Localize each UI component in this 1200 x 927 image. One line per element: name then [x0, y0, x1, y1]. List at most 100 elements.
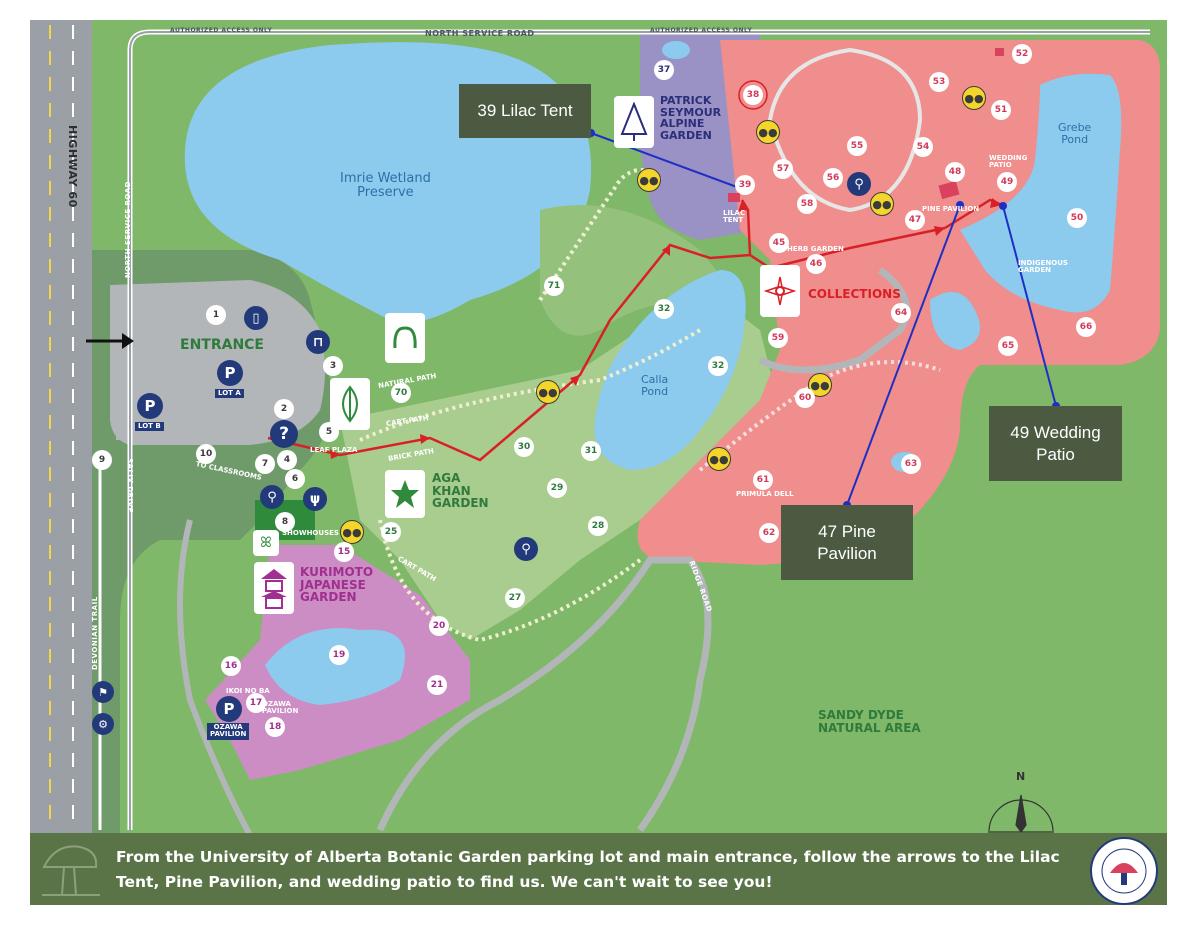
route-line — [267, 226, 946, 462]
marker-17: 17 — [246, 693, 266, 713]
marker-2: 2 — [274, 399, 294, 419]
marker-32a: 32 — [654, 299, 674, 319]
pagoda-icon — [254, 562, 294, 614]
marker-8: 8 — [275, 512, 295, 532]
bee-icon: ●● — [340, 520, 364, 544]
herb-garden-label: HERB GARDEN — [787, 245, 844, 253]
marker-6: 6 — [285, 469, 305, 489]
marker-58: 58 — [797, 194, 817, 214]
marker-28: 28 — [588, 516, 608, 536]
marker-27: 27 — [505, 588, 525, 608]
marker-10: 10 — [196, 444, 216, 464]
marker-57: 57 — [773, 159, 793, 179]
wedding-patio-callout: 49 Wedding Patio — [989, 406, 1122, 481]
marker-71: 71 — [544, 276, 564, 296]
marker-55: 55 — [847, 136, 867, 156]
calla-pond — [594, 270, 746, 470]
indigenous-label: INDIGENOUS GARDEN — [1018, 259, 1068, 275]
marker-64: 64 — [891, 303, 911, 323]
marker-15: 15 — [334, 542, 354, 562]
marker-9: 9 — [92, 450, 112, 470]
pine-tree-icon — [614, 96, 654, 148]
marker-45: 45 — [769, 233, 789, 253]
ridge-road — [376, 556, 712, 833]
parking-ozawa-icon: P — [216, 696, 242, 722]
authorized-access-right: AUTHORIZED ACCESS ONLY — [650, 27, 753, 34]
ozawa-lot-label: OZAWA PAVILION — [207, 723, 250, 740]
pine-pavilion-callout: 47 Pine Pavilion — [781, 505, 913, 580]
bee-icon: ●● — [962, 86, 986, 110]
marker-21: 21 — [427, 675, 447, 695]
butterfly-icon: ꕤ — [253, 530, 279, 556]
marker-18: 18 — [265, 717, 285, 737]
route-arrowheads — [330, 198, 1002, 459]
marker-39: 39 — [735, 175, 755, 195]
salix-drive-label: SALIX DRIVE — [126, 458, 134, 513]
marker-56: 56 — [823, 168, 843, 188]
marker-32b: 32 — [708, 356, 728, 376]
bee-icon: ●● — [707, 447, 731, 471]
bee-icon: ●● — [637, 168, 661, 192]
marker-38: 38 — [743, 85, 763, 105]
dining-icon: ψ — [303, 487, 327, 511]
mushroom-icon — [42, 845, 100, 896]
leaf-plaza-label: LEAF PLAZA — [310, 446, 358, 454]
japanese-pond — [265, 628, 405, 705]
calla-label: Calla Pond — [641, 373, 669, 398]
pine-pavilion-label: PINE PAVILION — [922, 205, 980, 213]
wedding-callout-line — [1002, 205, 1057, 407]
marker-37: 37 — [654, 60, 674, 80]
footer-text: From the University of Alberta Botanic G… — [116, 848, 1060, 891]
kurimoto-label: KURIMOTO JAPANESE GARDEN — [300, 565, 374, 605]
grebe-pond — [960, 73, 1122, 313]
devonian-trail-label: DEVONIAN TRAIL — [91, 596, 99, 670]
marker-60: 60 — [795, 388, 815, 408]
bus-icon: ▯ — [244, 306, 268, 330]
entrance-label: ENTRANCE — [180, 337, 264, 353]
marker-70: 70 — [391, 383, 411, 403]
lilac-tent-callout: 39 Lilac Tent — [459, 84, 591, 138]
pine-callout-line — [846, 204, 961, 506]
info-icon: ? — [270, 420, 298, 448]
leaf-icon — [330, 378, 370, 430]
ozawa-pavilion-label: OZAWA PAVILION — [262, 700, 299, 716]
marker-52: 52 — [1012, 44, 1032, 64]
marker-54: 54 — [913, 137, 933, 157]
marker-47: 47 — [905, 210, 925, 230]
lot-b-label: LOT B — [135, 422, 164, 432]
marker-29: 29 — [547, 478, 567, 498]
sandy-dyde-label: SANDY DYDE NATURAL AREA — [818, 708, 921, 735]
marker-7: 7 — [255, 454, 275, 474]
patrick-label: PATRICK SEYMOUR ALPINE GARDEN — [660, 94, 722, 142]
parking-a-icon: P — [217, 360, 243, 386]
bee-icon: ●● — [536, 380, 560, 404]
marker-63: 63 — [901, 454, 921, 474]
ikoi-no-ba-label: IKOI NO BA — [226, 687, 270, 695]
marker-31: 31 — [581, 441, 601, 461]
marker-51: 51 — [991, 100, 1011, 120]
grebe-label: Grebe Pond — [1058, 121, 1092, 146]
lilac-tent-label: LILAC TENT — [723, 209, 746, 225]
marker-48: 48 — [945, 162, 965, 182]
marker-65: 65 — [998, 336, 1018, 356]
marker-4: 4 — [277, 450, 297, 470]
bee-icon: ●● — [870, 192, 894, 216]
restroom-icon-2: ⚲ — [847, 172, 871, 196]
primula-label: PRIMULA DELL — [736, 490, 794, 498]
marker-50: 50 — [1067, 208, 1087, 228]
marker-53: 53 — [929, 72, 949, 92]
marker-66: 66 — [1076, 317, 1096, 337]
bicycle-icon: ⚙ — [92, 713, 114, 735]
marker-25: 25 — [381, 522, 401, 542]
marker-1: 1 — [206, 305, 226, 325]
marker-16: 16 — [221, 656, 241, 676]
highway-60 — [30, 20, 92, 835]
aga-khan-label: AGA KHAN GARDEN — [432, 471, 489, 511]
marker-49: 49 — [997, 172, 1017, 192]
bee-icon: ●● — [756, 120, 780, 144]
wedding-patio-label: WEDDING PATIO — [989, 154, 1028, 170]
aga-khan-star-icon — [385, 470, 425, 518]
restroom-icon: ⚲ — [260, 485, 284, 509]
picnic-icon: ⊓ — [306, 330, 330, 354]
marker-20: 20 — [429, 616, 449, 636]
